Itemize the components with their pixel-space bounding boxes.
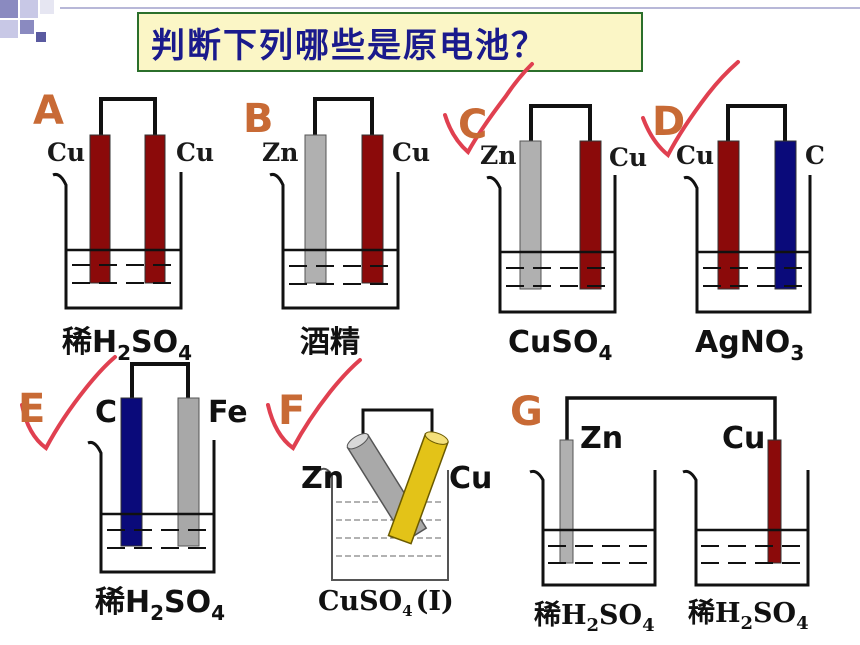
electrode-label-left: Zn	[480, 141, 516, 170]
electrode-left	[120, 397, 143, 547]
electrode-label-right: C	[805, 141, 825, 170]
check-mark	[20, 355, 117, 451]
electrode-right	[361, 134, 384, 284]
electrode-left	[519, 140, 542, 290]
check-mark	[641, 60, 740, 159]
electrode-right	[774, 140, 797, 290]
wire	[99, 97, 157, 138]
cell-letter: A	[33, 88, 64, 134]
electrode-right	[579, 140, 602, 290]
cell-g: G Zn Cu 稀H2SO4 稀H2SO4	[510, 389, 810, 636]
beaker	[52, 172, 183, 310]
solution-label: 稀H2SO4	[62, 325, 192, 365]
beaker-left	[529, 469, 657, 587]
wire	[313, 97, 374, 138]
beaker	[683, 175, 812, 314]
electrode-label-right: Fe	[208, 395, 248, 430]
wire	[130, 362, 190, 400]
solution-label: CuSO4(Ⅰ)	[318, 586, 454, 620]
electrode-label-left: Zn	[262, 138, 298, 167]
top-rule	[60, 7, 860, 9]
check-mark	[266, 358, 362, 451]
beaker	[87, 440, 216, 574]
check-mark	[443, 62, 534, 156]
cell-a: A Cu Cu 稀H2SO4	[33, 88, 214, 365]
electrode-label-left: Zn	[580, 421, 623, 456]
electrode-left	[717, 140, 740, 290]
electrode-right	[387, 431, 449, 545]
solution-label-right: 稀H2SO4	[688, 598, 809, 634]
wire	[529, 104, 592, 143]
cell-d: D Cu C AgNO3	[641, 60, 825, 365]
beaker	[486, 175, 617, 314]
electrode-label-right: Cu	[609, 143, 647, 172]
electrode-right	[767, 439, 782, 564]
electrode-label-left: Cu	[676, 141, 714, 170]
electrode-label-right: Cu	[176, 138, 214, 167]
cell-letter: B	[243, 96, 274, 142]
cell-b: B Zn Cu 酒精	[243, 96, 430, 360]
electrode-label-left: Zn	[301, 461, 344, 496]
electrode-label-right: Cu	[392, 138, 430, 167]
page-title: 判断下列哪些是原电池？	[151, 25, 547, 66]
cell-c: C Zn Cu CuSO4	[443, 62, 647, 365]
electrode-left	[89, 134, 111, 284]
electrode-label-right: Cu	[449, 461, 492, 496]
wire	[361, 408, 434, 440]
wire	[726, 104, 787, 143]
electrode-label-left: Cu	[47, 138, 85, 167]
solution-label: 稀H2SO4	[95, 585, 225, 625]
solution-label: CuSO4	[508, 325, 612, 365]
title-box: 判断下列哪些是原电池？	[137, 12, 643, 72]
cell-letter: G	[510, 389, 543, 435]
electrode-label-left: C	[95, 395, 117, 430]
cell-letter: D	[652, 99, 685, 145]
beaker	[319, 467, 449, 581]
cell-letter: C	[458, 102, 487, 148]
electrode-right	[144, 134, 166, 284]
electrode-right	[177, 397, 200, 547]
cell-f: F Zn Cu CuSO4(Ⅰ)	[266, 358, 492, 620]
electrode-left	[304, 134, 327, 284]
solution-label: 酒精	[300, 325, 360, 360]
electrode-left	[559, 439, 574, 564]
solution-label: AgNO3	[695, 325, 804, 365]
cell-e: E C Fe 稀H2SO4	[18, 355, 248, 625]
corner-decoration	[0, 0, 80, 50]
beaker	[269, 172, 400, 310]
electrode-label-right: Cu	[722, 421, 765, 456]
cell-letter: F	[278, 388, 305, 434]
solution-label-left: 稀H2SO4	[534, 600, 655, 636]
wire	[565, 396, 777, 440]
cell-letter: E	[18, 386, 45, 432]
beaker-right	[682, 469, 810, 587]
